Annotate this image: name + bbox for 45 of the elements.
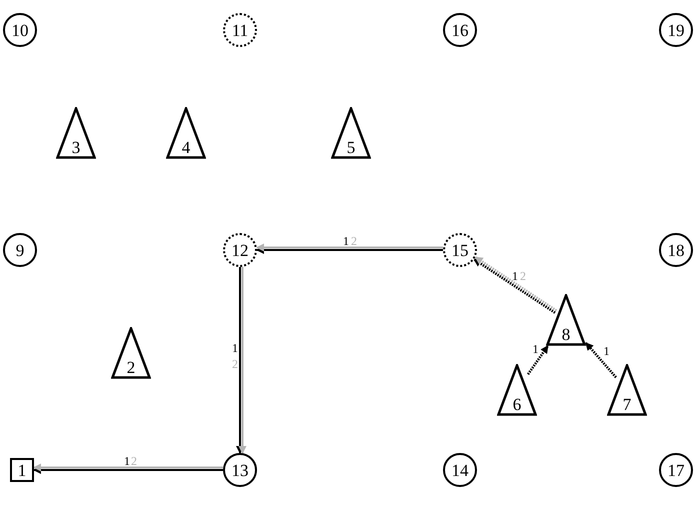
node-number: 15 (452, 242, 468, 258)
triangle-node (546, 294, 586, 346)
edge-label: 1 (343, 235, 349, 247)
node-number: 10 (12, 22, 28, 38)
node-number: 12 (232, 242, 248, 258)
edge-label: 1 (124, 455, 130, 467)
node-number: 11 (232, 22, 248, 38)
arrow (33, 466, 223, 474)
node-number: 14 (452, 462, 468, 478)
square-node (10, 458, 34, 482)
triangle-node (497, 364, 537, 416)
node-number: 16 (452, 22, 468, 38)
edge-label: 1 (512, 270, 518, 282)
edge-label: 2 (131, 455, 137, 467)
triangle-node (331, 107, 371, 159)
arrow (256, 244, 443, 252)
arrow (585, 342, 617, 378)
node-number: 5 (346, 138, 356, 157)
node-number: 6 (512, 395, 522, 414)
edge-label: 2 (232, 358, 238, 370)
node-number: 13 (232, 462, 248, 478)
node-number: 8 (562, 325, 570, 344)
triangle-node (607, 364, 647, 416)
edge-label: 2 (520, 270, 526, 282)
triangle-node (56, 107, 96, 159)
arrow (236, 267, 244, 454)
node-number: 17 (668, 462, 684, 478)
node-number: 19 (668, 22, 684, 38)
node-number: 18 (668, 242, 684, 258)
arrow (256, 246, 443, 254)
arrow (238, 267, 246, 454)
edge-label: 1 (232, 342, 238, 354)
triangle-node (166, 107, 206, 159)
arrow (526, 345, 549, 375)
node-number: 4 (182, 138, 190, 157)
node-number: 7 (622, 395, 632, 414)
edge-label: 1 (604, 345, 610, 357)
node-number: 2 (126, 358, 136, 377)
edge-label: 1 (532, 343, 538, 355)
arrow (33, 464, 223, 472)
edge-label: 2 (351, 235, 357, 247)
node-number: 1 (18, 462, 26, 478)
node-number: 9 (16, 242, 24, 258)
node-number: 3 (72, 138, 80, 157)
triangle-node (111, 327, 151, 379)
